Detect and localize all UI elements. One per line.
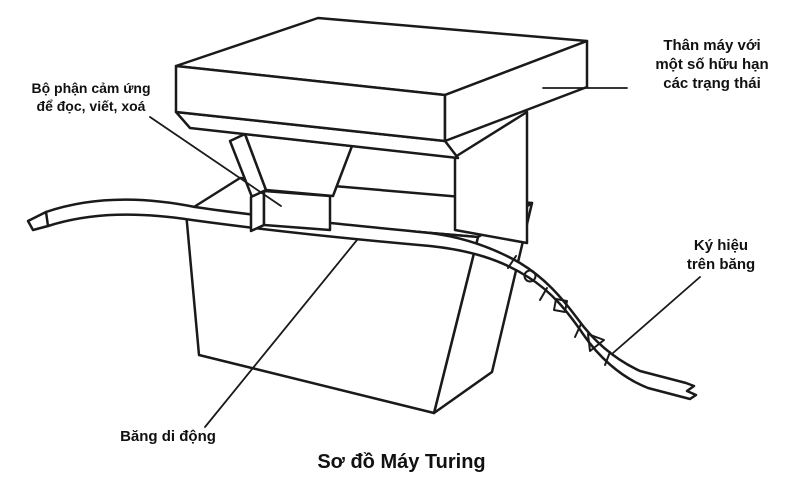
tape-leader-line <box>204 239 358 428</box>
tape-symbols <box>523 269 605 352</box>
tape-symbol-triangle-icon <box>587 333 605 352</box>
sensor-leader-line <box>149 116 282 207</box>
tape-cell-dividers <box>507 255 611 366</box>
slab-right-face <box>443 39 589 143</box>
tape-symbols-label: Ký hiệu trên băng <box>686 237 756 274</box>
tape-end-fold <box>26 210 50 232</box>
diagram-title: Sơ đồ Máy Turing <box>317 451 486 473</box>
tape-symbols-leader-line <box>612 276 701 354</box>
sensor-label: Bộ phận cảm ứng để đọc, viết, xoá <box>31 80 151 114</box>
head-tip-front-face <box>262 189 332 232</box>
head-tip-left-face <box>249 189 266 233</box>
machine-right-column <box>453 110 529 245</box>
tape-label: Băng di động <box>120 428 216 445</box>
tape-cell-divider <box>574 323 582 338</box>
machine-body-label: Thân máy với một số hữu hạn các trạng th… <box>655 37 769 93</box>
tape-cell-divider <box>539 287 548 301</box>
read-write-head <box>228 132 354 233</box>
tape-symbol-circle-icon <box>523 269 537 283</box>
machine-top-slab <box>174 16 589 160</box>
tape-cell-divider <box>507 255 517 269</box>
tape-cell-divider <box>604 351 611 366</box>
tape-symbol-square-icon <box>553 298 568 313</box>
leader-lines <box>149 87 701 428</box>
